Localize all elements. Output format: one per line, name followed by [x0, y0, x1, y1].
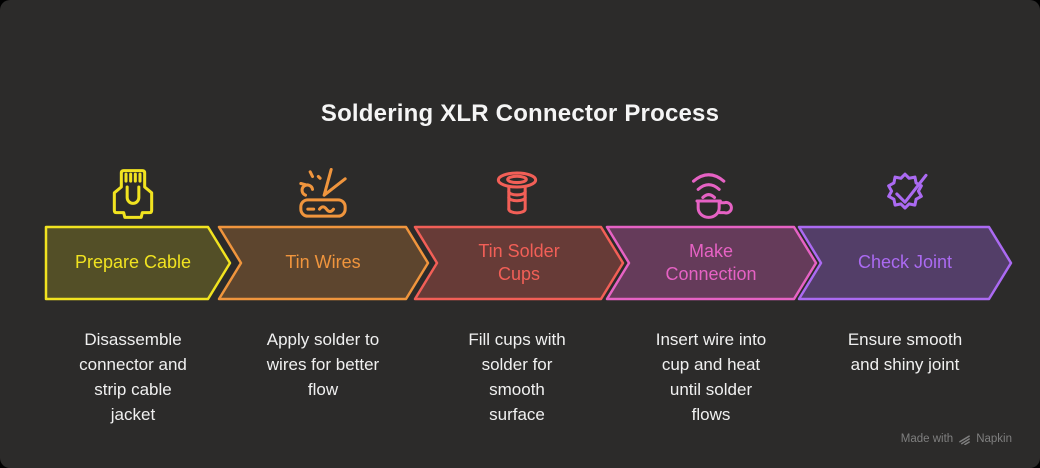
napkin-logo-icon	[959, 435, 971, 445]
step-label-make-connection: Make Connection	[665, 240, 757, 284]
step-label-check-joint: Check Joint	[857, 252, 953, 273]
watermark-prefix: Made with	[900, 432, 954, 445]
step-label-tin-wires: Tin Wires	[285, 252, 361, 273]
arrow-step-3	[413, 225, 625, 301]
step-label-tin-solder-cups: Tin Solder Cups	[478, 240, 560, 284]
arrow-step-5	[797, 225, 1013, 301]
step-description-1: Disassemble connector and strip cable ja…	[79, 330, 187, 424]
arrow-step-1	[44, 225, 232, 301]
check-badge-icon	[877, 166, 933, 222]
arrow-step-2	[217, 225, 430, 301]
step-description-3: Fill cups with solder for smooth surface	[468, 330, 566, 424]
step-description-4: Insert wire into cup and heat until sold…	[655, 330, 767, 424]
step-description-2: Apply solder to wires for better flow	[266, 330, 380, 399]
page-title: Soldering XLR Connector Process	[320, 100, 720, 127]
heated-cup-icon	[683, 166, 739, 222]
arrow-step-4	[605, 225, 818, 301]
watermark-brand: Napkin	[976, 432, 1012, 445]
step-label-prepare-cable: Prepare Cable	[74, 252, 192, 273]
solder-cup-icon	[489, 166, 545, 222]
watermark: Made with Napkin	[901, 432, 1012, 445]
step-description-5: Ensure smooth and shiny joint	[847, 330, 963, 374]
soldering-iron-icon	[295, 166, 351, 222]
process-arrow-band	[44, 225, 1013, 301]
cable-connector-icon	[105, 166, 161, 222]
